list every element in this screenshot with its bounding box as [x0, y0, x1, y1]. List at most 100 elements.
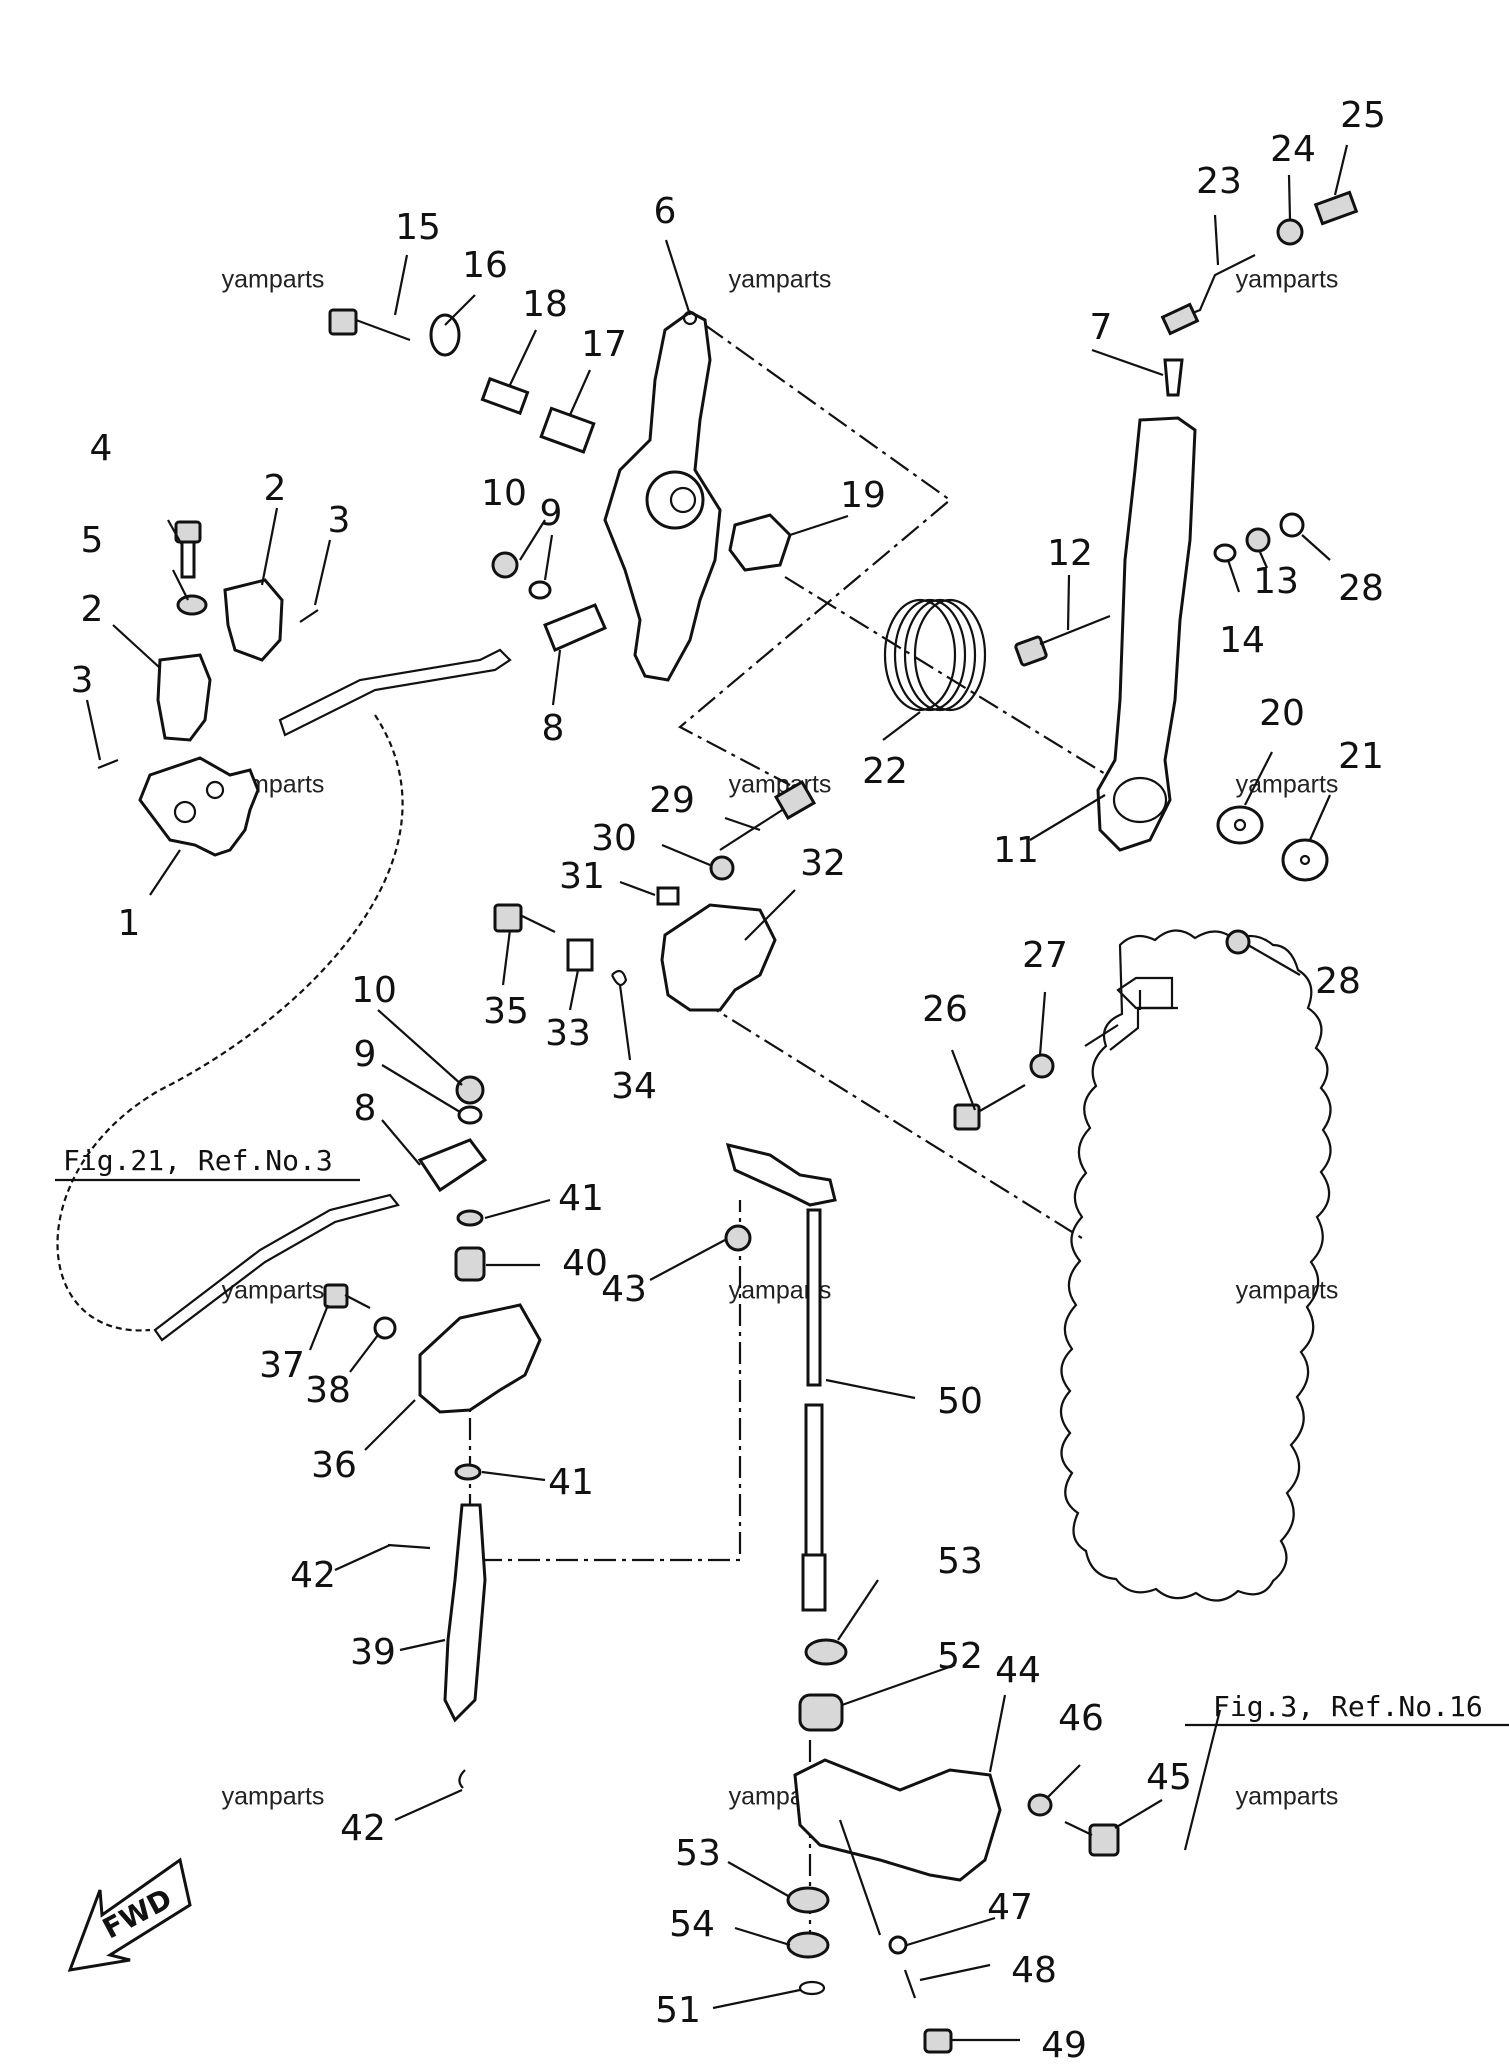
part-3-screw [97, 609, 319, 770]
callout-25: 25 [1340, 95, 1386, 136]
part-25-end [1313, 190, 1359, 226]
part-36-bracket [418, 1303, 542, 1414]
part-47-ball [888, 1935, 908, 1955]
part-8-link-lower [417, 1138, 488, 1193]
part-15-bolt [328, 308, 411, 342]
part-17-bushing [539, 406, 596, 454]
fig21-reference: Fig.21, Ref.No.3 [55, 1144, 360, 1182]
part-20-washer [1216, 805, 1264, 845]
shift-cable [56, 648, 512, 1342]
part-49-plug [923, 2028, 953, 2054]
callout-16: 16 [462, 245, 508, 286]
callout-6: 6 [654, 191, 677, 232]
callout-39: 39 [350, 1632, 396, 1673]
watermark-text: yamparts [1236, 771, 1339, 799]
callout-13: 13 [1253, 561, 1299, 602]
callout-34: 34 [611, 1066, 657, 1107]
callout-48: 48 [1011, 1950, 1057, 1991]
fig21-reference-label: Fig.21, Ref.No.3 [63, 1144, 333, 1177]
callout-20: 20 [1259, 693, 1305, 734]
watermark-text: yamparts [1236, 266, 1339, 294]
watermark-text: yamparts [222, 266, 325, 294]
part-9-washer [528, 580, 552, 600]
part-10-nut [491, 551, 519, 579]
callout-2: 2 [81, 589, 104, 630]
part-4-bolt [174, 520, 202, 579]
part-18-collar [480, 376, 530, 416]
callout-31: 31 [559, 856, 605, 897]
callout-21: 21 [1338, 736, 1384, 777]
callout-5: 5 [81, 520, 104, 561]
watermark-text: yamparts [222, 1783, 325, 1811]
part-53-washer [786, 1638, 848, 1914]
callout-53: 53 [937, 1541, 983, 1582]
callout-8: 8 [354, 1088, 377, 1129]
part-34-clip [611, 969, 628, 987]
callout-46: 46 [1058, 1698, 1104, 1739]
part-12-bolt [1014, 614, 1111, 667]
part-40-collar [454, 1246, 486, 1282]
callout-30: 30 [591, 818, 637, 859]
callout-14: 14 [1219, 620, 1265, 661]
part-5-washer [176, 594, 208, 616]
part-46-washer [1027, 1793, 1053, 1817]
callout-41: 41 [558, 1178, 604, 1219]
callout-18: 18 [522, 284, 568, 325]
part-35-bolt [493, 903, 556, 933]
callout-47: 47 [987, 1887, 1033, 1928]
callout-35: 35 [483, 991, 529, 1032]
part-37-bolt [323, 1283, 371, 1309]
callout-42: 42 [340, 1808, 386, 1849]
part-27-nut [1029, 1053, 1055, 1079]
callout-53: 53 [675, 1833, 721, 1874]
part-7-fitting [1163, 358, 1184, 397]
callout-49: 49 [1041, 2025, 1087, 2066]
part-38-washer [373, 1316, 397, 1340]
callout-9: 9 [540, 493, 563, 534]
callout-45: 45 [1146, 1757, 1192, 1798]
part-54-nut [786, 1931, 830, 1959]
fig3-reference-label: Fig.3, Ref.No.16 [1213, 1690, 1483, 1723]
part-32-bracket [660, 903, 777, 1012]
watermark-text: yamparts [729, 266, 832, 294]
forward-arrow: FWD [67, 1857, 192, 1972]
callout-32: 32 [800, 843, 846, 884]
part-33-bushing [566, 938, 594, 972]
callout-19: 19 [840, 475, 886, 516]
callout-11: 11 [993, 830, 1039, 871]
callout-51: 51 [655, 1990, 701, 2031]
callout-36: 36 [311, 1445, 357, 1486]
part-39-arm [443, 1503, 487, 1723]
part-48-spring [903, 1969, 917, 1999]
part-31-nut [656, 886, 680, 906]
part-14-nut [1213, 543, 1237, 563]
callout-43: 43 [601, 1269, 647, 1310]
callout-4: 4 [90, 428, 113, 469]
callout-8: 8 [542, 708, 565, 749]
part-43-nut [724, 1224, 752, 1252]
part-42-pin [387, 1543, 466, 1789]
part-11-lever [1096, 416, 1197, 852]
callout-3: 3 [328, 500, 351, 541]
part-19-bushing [728, 513, 792, 572]
callout-24: 24 [1270, 129, 1316, 170]
callout-40: 40 [562, 1243, 608, 1284]
callout-44: 44 [995, 1650, 1041, 1691]
callout-27: 27 [1022, 935, 1068, 976]
callout-23: 23 [1196, 161, 1242, 202]
callout-1: 1 [118, 903, 141, 944]
callout-7: 7 [1090, 307, 1113, 348]
callout-52: 52 [937, 1636, 983, 1677]
callout-9: 9 [354, 1034, 377, 1075]
part-1-bracket [138, 756, 260, 857]
part-16-washer [429, 313, 461, 357]
part-50-rod [725, 1142, 837, 1612]
part-8-link [543, 603, 607, 652]
callout-2: 2 [264, 468, 287, 509]
callout-50: 50 [937, 1381, 983, 1422]
callout-26: 26 [922, 989, 968, 1030]
part-10-nut-lower [455, 1075, 485, 1105]
part-24-nut [1276, 218, 1304, 246]
callout-28: 28 [1315, 961, 1361, 1002]
watermark-text: yamparts [1236, 1277, 1339, 1305]
